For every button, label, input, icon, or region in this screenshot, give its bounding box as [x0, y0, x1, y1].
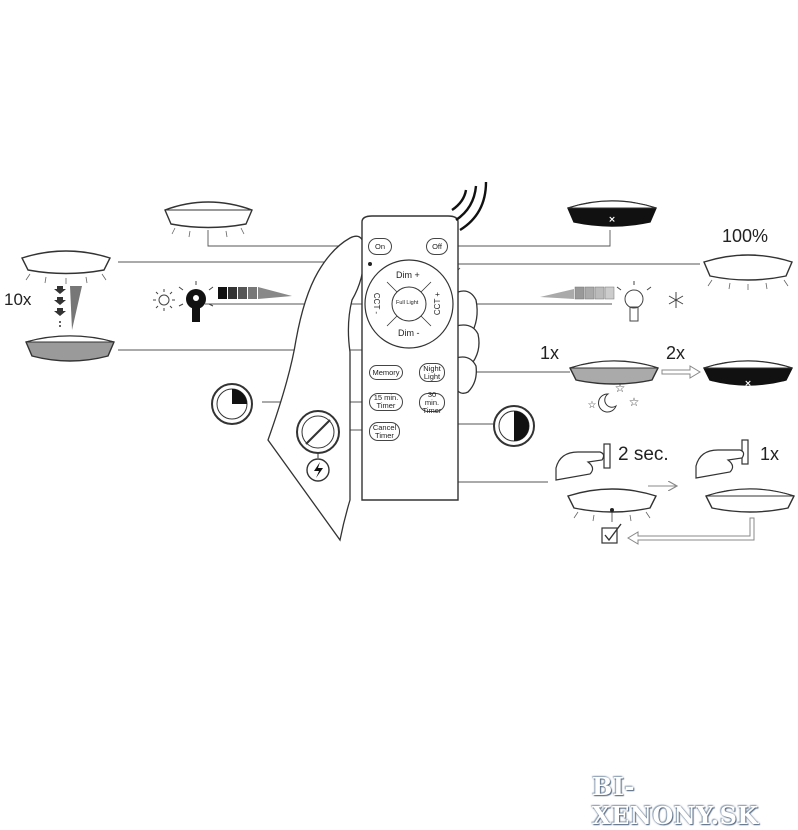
timer-15-button[interactable]: 15 min. Timer [369, 393, 403, 411]
wall-switch-hand-2 [695, 439, 749, 479]
memory-button[interactable]: Memory [369, 365, 403, 380]
on-button[interactable]: On [368, 238, 392, 255]
svg-text:☆: ☆ [615, 381, 626, 395]
lamp-full [703, 254, 793, 290]
checkbox-icon [601, 523, 622, 544]
dim-ramp-left [70, 286, 82, 330]
hand-illustration [267, 235, 480, 542]
svg-text:☆: ☆ [629, 395, 640, 409]
night-light-button[interactable]: Night Light [419, 363, 445, 382]
full-light-button[interactable]: Full Light [396, 300, 419, 306]
label-2x: 2x [666, 343, 686, 363]
lamp-left-dim [25, 335, 115, 362]
svg-text:×: × [608, 215, 616, 225]
remote-body [361, 215, 459, 501]
label-2-sec: 2 sec. [618, 444, 669, 465]
arrow-1x-to-2x [661, 365, 701, 379]
timer-cancel-icon [296, 410, 340, 482]
warm-bulb-icon [178, 281, 214, 322]
cct-plus-button[interactable]: CCT + [433, 291, 443, 316]
lamp-memory-1 [567, 488, 657, 522]
lamp-memory-2 [705, 488, 795, 513]
dpad [364, 259, 454, 349]
svg-text:×: × [744, 379, 752, 389]
dim-minus-button[interactable]: Dim - [398, 328, 420, 338]
label-100-percent: 100% [722, 226, 769, 246]
label-10x: 10x [4, 290, 32, 309]
warm-ramp [218, 287, 292, 299]
cool-ramp [540, 286, 615, 300]
lamp-off-top: × [567, 200, 657, 227]
snowflake-icon [668, 292, 684, 308]
label-1x-night: 1x [540, 343, 560, 363]
timer-30-icon [493, 405, 535, 447]
watermark-logo: BI-XENONY.SK [592, 772, 759, 830]
label-1x-wall: 1x [760, 444, 780, 464]
svg-text:☆: ☆ [588, 400, 597, 411]
dim-down-arrows [54, 286, 66, 327]
arrow-back-to-memory [627, 517, 755, 545]
lamp-night-off: × [703, 360, 793, 389]
line-off [446, 230, 611, 247]
lamp-night: ☆ ☆ ☆ [569, 360, 659, 413]
dim-plus-button[interactable]: Dim + [396, 270, 420, 280]
cancel-timer-button[interactable]: Cancel Timer [369, 422, 400, 441]
remote-control-diagram: × [21, 181, 795, 545]
cool-bulb-icon [616, 281, 652, 322]
wall-switch-hand-1 [555, 443, 611, 481]
sun-icon [153, 289, 175, 311]
timer-30-button[interactable]: 30 min. Timer [419, 390, 445, 414]
lamp-on-top [164, 201, 253, 238]
off-button[interactable]: Off [426, 238, 448, 255]
cct-minus-button[interactable]: CCT - [372, 292, 382, 315]
timer-15-icon [211, 383, 253, 425]
lamp-left-bright [21, 250, 111, 284]
signal-icon [451, 181, 488, 232]
